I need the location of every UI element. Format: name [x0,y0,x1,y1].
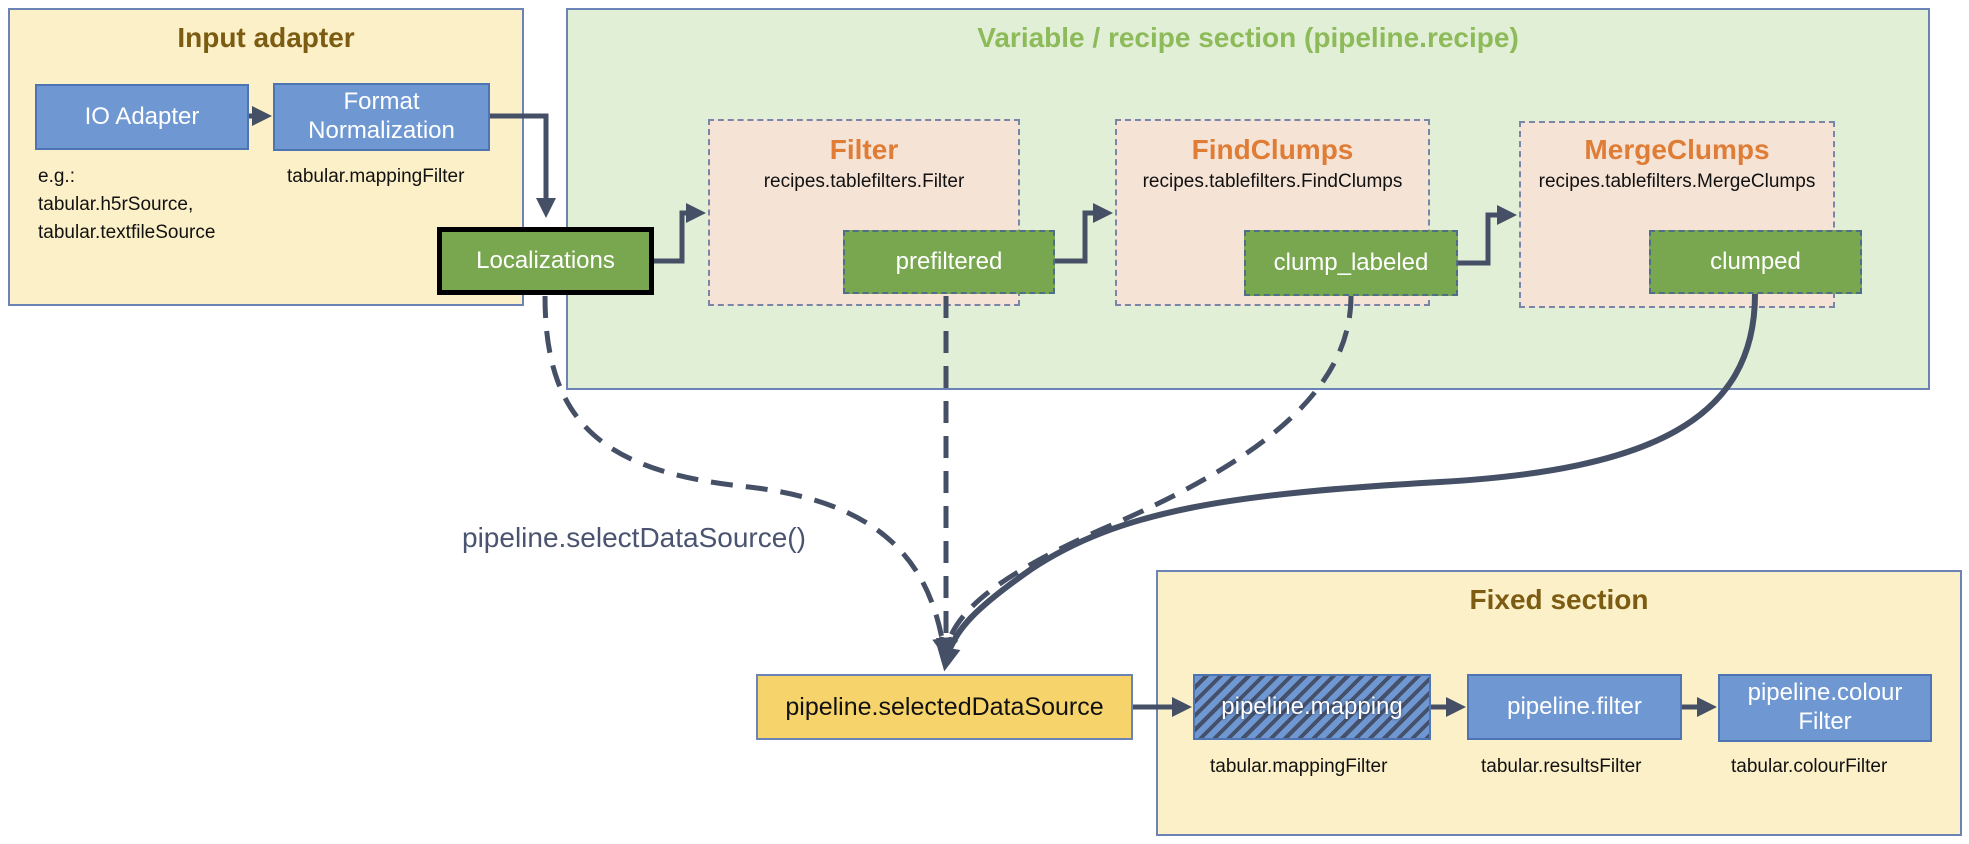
mergeclumps-recipe-title: MergeClumps [1584,134,1770,165]
arrow-localizations-to-filter [654,203,706,264]
io-adapter-box: IO Adapter [35,84,249,150]
filter-recipe-class: recipes.tablefilters.Filter [763,171,965,192]
findclumps-recipe-class: recipes.tablefilters.FindClumps [1142,171,1403,192]
recipe-section-title: Variable / recipe section (pipeline.reci… [977,22,1519,53]
format-normalization-box: Format Normalization [273,83,490,151]
filter-recipe-title: Filter [829,134,899,165]
mergeclumps-recipe-class: recipes.tablefilters.MergeClumps [1538,171,1816,192]
prefiltered-output: prefiltered [843,230,1055,294]
dashed-clumplabeled-to-selected [938,295,1354,658]
select-data-source-label: pipeline.selectDataSource() [462,522,806,553]
pipeline-mapping-box: pipeline.mapping [1193,674,1431,740]
dashed-localizations-to-selected [542,295,953,658]
solid-clumped-to-selected [936,293,1758,672]
example-h5rsource: tabular.h5rSource, [38,194,194,215]
localizations-box: Localizations [437,227,654,295]
clumped-output: clumped [1649,230,1862,294]
format-normalization-caption: tabular.mappingFilter [287,166,465,187]
examples-label: e.g.: [38,166,75,187]
pipeline-filter-caption: tabular.resultsFilter [1481,756,1642,777]
fixed-section-title: Fixed section [1469,584,1649,615]
arrow-clumplabeled-to-mergeclumps [1458,205,1517,266]
arrow-prefiltered-to-findclumps [1055,203,1113,264]
clump-labeled-output: clump_labeled [1244,230,1458,296]
pipeline-filter-box: pipeline.filter [1467,674,1682,740]
pipeline-colour-filter-box: pipeline.colour Filter [1718,674,1932,742]
arrow-format-to-localizations [490,113,556,218]
findclumps-recipe-title: FindClumps [1191,134,1354,165]
pipeline-mapping-caption: tabular.mappingFilter [1210,756,1388,777]
selected-data-source-box: pipeline.selectedDataSource [756,674,1133,740]
input-adapter-title: Input adapter [177,22,355,53]
example-textfilesource: tabular.textfileSource [38,222,216,243]
pipeline-colour-filter-caption: tabular.colourFilter [1731,756,1888,777]
